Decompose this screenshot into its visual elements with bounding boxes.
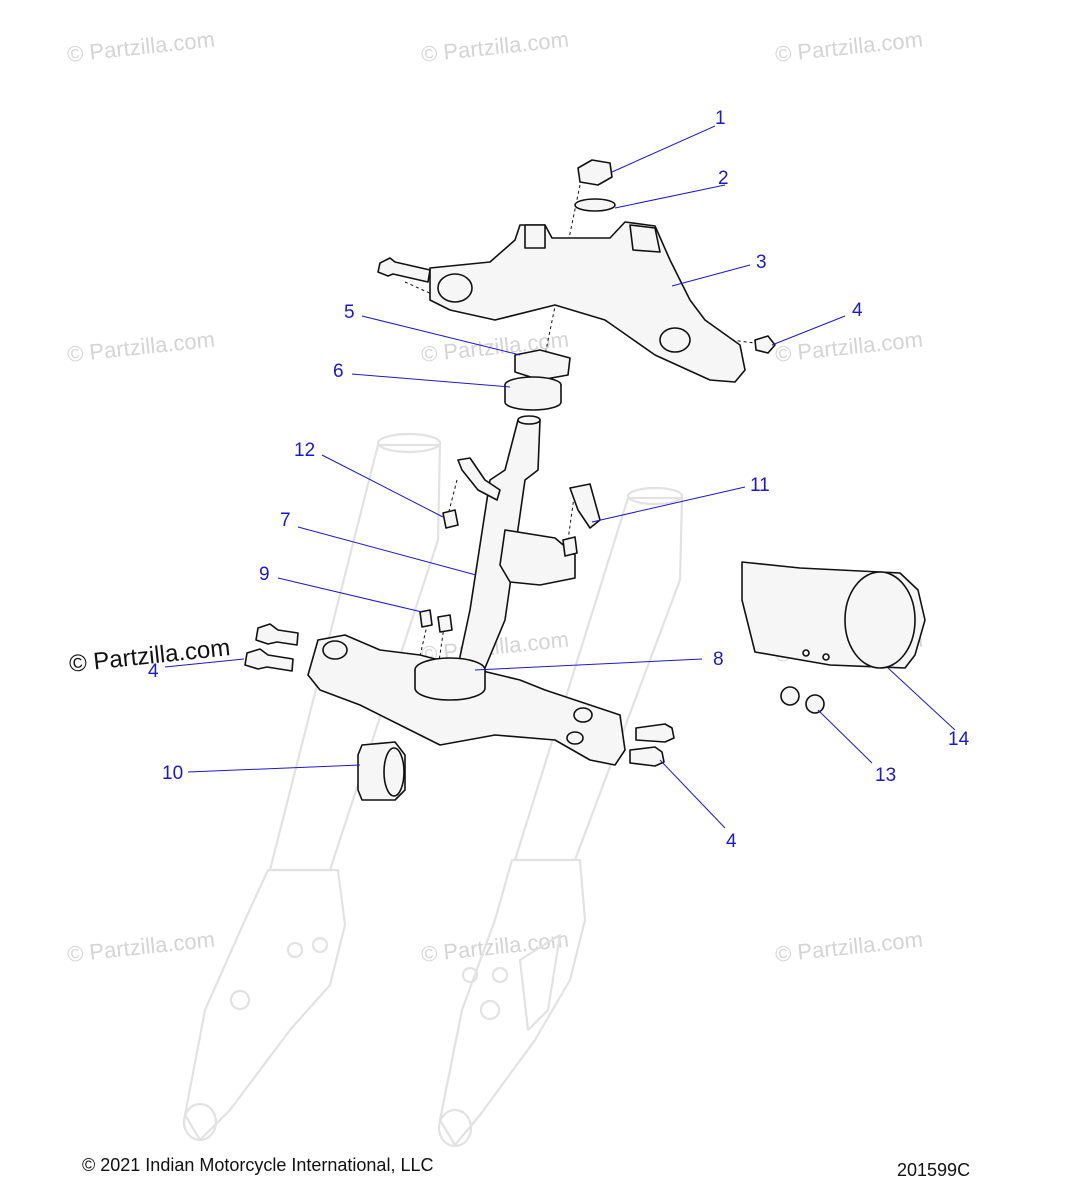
callout-5: 5 <box>344 302 355 323</box>
callout-10: 10 <box>162 763 183 784</box>
bearing-6 <box>504 376 562 411</box>
callout-1: 1 <box>715 108 726 129</box>
leader-lines <box>164 125 956 829</box>
callout-3: 3 <box>756 252 767 273</box>
screws-13 <box>780 686 825 714</box>
callout-7: 7 <box>280 510 291 531</box>
watermark: © Partzilla.com <box>66 327 216 367</box>
cover-14 <box>741 561 926 669</box>
watermark: © Partzilla.com <box>420 27 570 67</box>
watermark: © Partzilla.com <box>66 927 216 967</box>
diagram-id: 201599C <box>897 1160 971 1180</box>
spacer-10 <box>357 741 406 801</box>
watermark: © Partzilla.com <box>66 27 216 67</box>
callout-12: 12 <box>294 440 315 461</box>
screws-9 <box>419 609 453 633</box>
adjuster-nut-5 <box>514 349 571 381</box>
callout-4-left: 4 <box>148 661 159 682</box>
bracket-11 <box>499 483 601 586</box>
bolts-lower-right <box>629 723 675 767</box>
callout-14: 14 <box>948 729 970 750</box>
copyright-notice: © 2021 Indian Motorcycle International, … <box>82 1155 434 1175</box>
callout-2: 2 <box>718 168 729 189</box>
callout-4-right: 4 <box>726 831 737 852</box>
upper-triple-clamp <box>429 221 746 383</box>
lower-triple-clamp <box>307 634 626 766</box>
callout-9: 9 <box>259 564 270 585</box>
callout-6: 6 <box>333 361 344 382</box>
watermark: © Partzilla.com <box>774 27 924 67</box>
bolt-upper-left <box>377 257 431 283</box>
top-nut <box>577 159 613 186</box>
bracket-12 <box>442 457 501 529</box>
callout-13: 13 <box>875 765 896 786</box>
washer-2 <box>574 198 616 212</box>
bolt-upper-right <box>754 335 776 354</box>
fork-tubes-ghost <box>182 432 684 1148</box>
callout-4-upper: 4 <box>852 300 863 321</box>
watermark: © Partzilla.com <box>774 927 924 967</box>
bolts-lower-left <box>244 623 299 672</box>
watermark: © Partzilla.com <box>420 927 570 967</box>
watermark: © Partzilla.com <box>774 327 924 367</box>
callout-8: 8 <box>713 649 724 670</box>
callout-11: 11 <box>750 475 770 496</box>
callout-labels: 1 2 3 4 5 6 12 11 7 9 4 8 10 4 13 14 <box>148 108 970 852</box>
